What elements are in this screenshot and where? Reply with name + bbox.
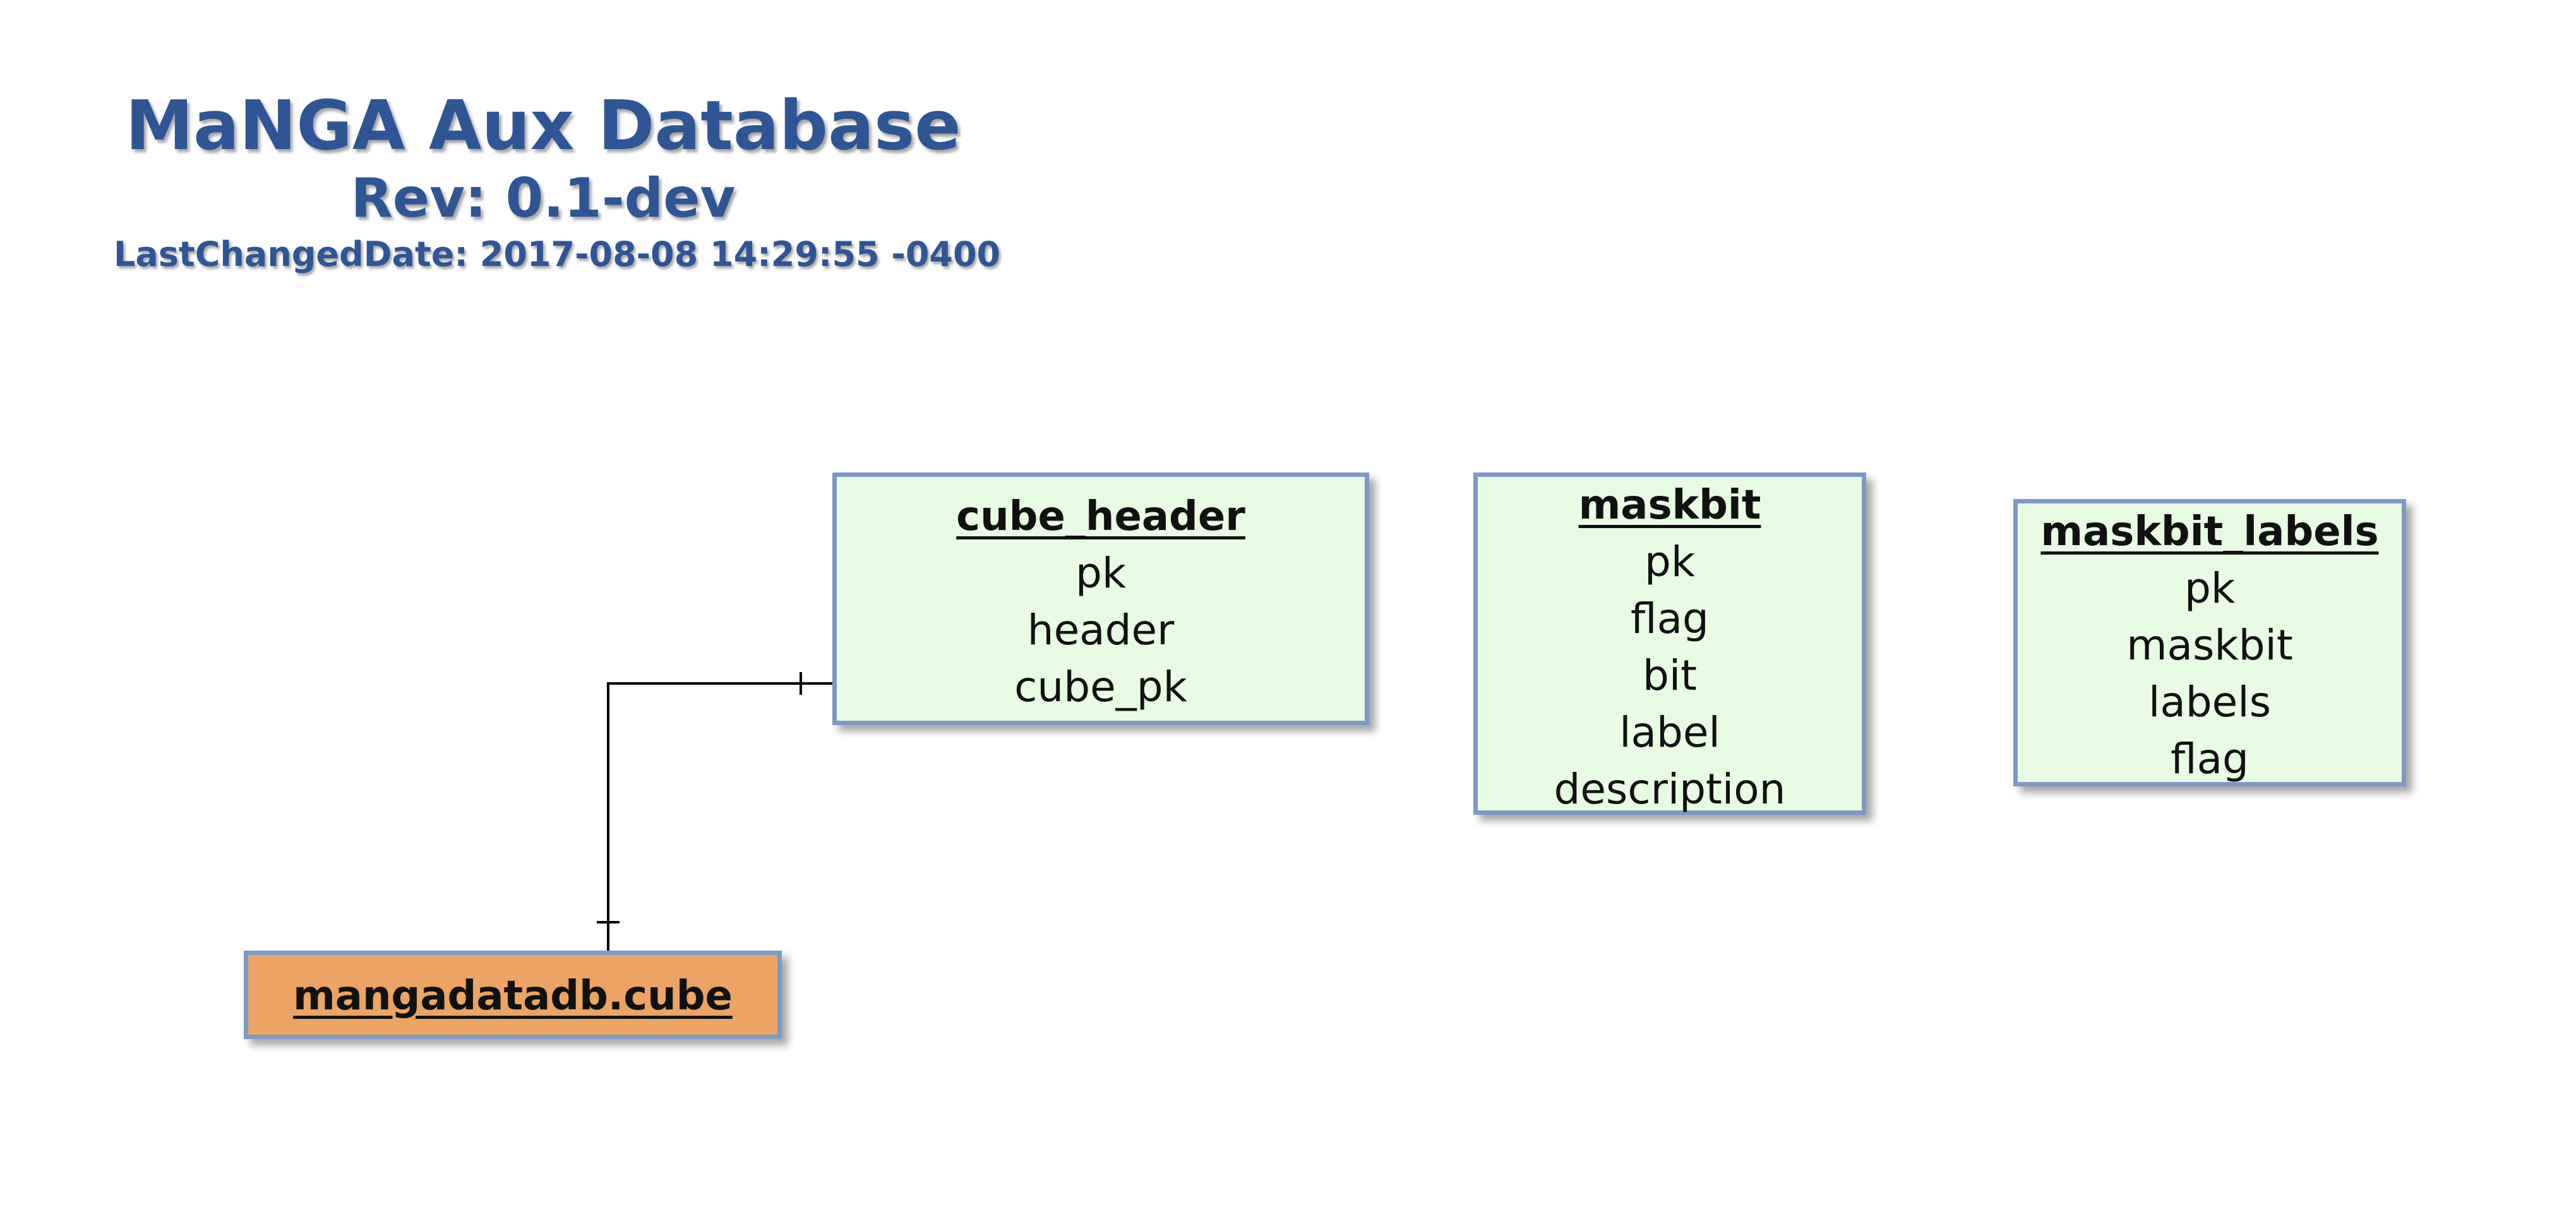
field-pk: pk xyxy=(1075,549,1127,598)
table-name-mangadatadb-cube: mangadatadb.cube xyxy=(293,973,733,1020)
diagram-title: MaNGA Aux Database xyxy=(125,87,961,165)
field-labels: labels xyxy=(2148,678,2271,726)
field-description: description xyxy=(1554,765,1786,814)
field-pk: pk xyxy=(2184,564,2236,613)
last-changed-date: LastChangedDate: 2017-08-08 14:29:55 -04… xyxy=(114,234,1001,274)
table-cube-header[interactable]: cube_header pk header cube_pk xyxy=(832,472,1369,725)
revision-label: Rev: 0.1-dev xyxy=(350,167,736,230)
field-flag: flag xyxy=(1631,594,1709,643)
relationship-line xyxy=(607,682,832,951)
field-bit: bit xyxy=(1642,651,1698,700)
field-cube-pk: cube_pk xyxy=(1014,663,1187,711)
field-maskbit: maskbit xyxy=(2126,621,2293,670)
field-pk: pk xyxy=(1644,538,1696,586)
table-maskbit[interactable]: maskbit pk flag bit label description xyxy=(1473,472,1866,815)
table-name-maskbit-labels: maskbit_labels xyxy=(2040,508,2379,555)
table-mangadatadb-cube[interactable]: mangadatadb.cube xyxy=(244,951,782,1039)
table-name-maskbit: maskbit xyxy=(1578,482,1761,529)
field-label: label xyxy=(1619,708,1720,757)
field-header: header xyxy=(1027,606,1175,654)
table-maskbit-labels[interactable]: maskbit_labels pk maskbit labels flag xyxy=(2013,499,2406,786)
table-name-cube-header: cube_header xyxy=(956,493,1245,540)
field-flag: flag xyxy=(2171,735,2249,783)
diagram-title-block: MaNGA Aux Database Rev: 0.1-dev LastChan… xyxy=(114,87,1001,277)
